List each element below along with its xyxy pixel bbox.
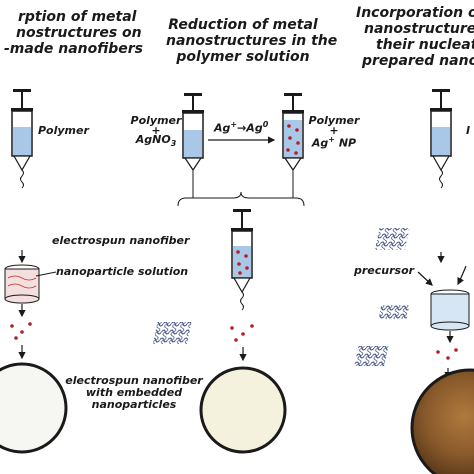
label-precursor: precursor [354, 264, 415, 277]
label-polymer-agno3: Polymer + AgNO3 [130, 114, 182, 149]
left-syringe [11, 89, 33, 189]
right-syringe [430, 89, 452, 189]
label-embedded-nanofiber: electrospun nanofiber with embedded nano… [65, 374, 203, 411]
result-disc-right [410, 368, 474, 474]
result-disc-left [0, 362, 68, 454]
beaker-nanoparticle [4, 264, 40, 304]
arrow [417, 271, 433, 286]
right-fiber-mat-2 [354, 346, 458, 366]
merge-brace [177, 191, 305, 207]
polymer-solution [13, 127, 31, 155]
beaker-precursor [378, 289, 470, 331]
result-disc-center [199, 366, 287, 454]
label-polymer-agnp: Polymer + Ag+ NP [308, 114, 360, 150]
center-syringe-2 [282, 93, 304, 198]
label-electrospun-nanofiber: electrospun nanofiber [52, 234, 190, 247]
left-fiber-mat-2 [10, 322, 32, 340]
title-center: Reduction of metal nanostructures in the… [166, 17, 338, 65]
label-reaction: Ag+→Ag0 [214, 120, 269, 135]
arrow [457, 265, 467, 286]
label-polymer: Polymer [38, 124, 89, 137]
label-nanoparticle-solution: nanoparticle solution [56, 265, 189, 278]
title-left: rption of metal nostructures on -made na… [4, 9, 144, 57]
label-right-cut: I [466, 124, 471, 137]
title-right: Incorporation o nanostructures i their n… [356, 5, 474, 69]
pointer-line [35, 271, 57, 277]
center-syringe-3 [231, 209, 253, 311]
right-fiber-mat-1 [374, 228, 410, 250]
center-fiber-mat [152, 322, 254, 344]
center-syringe-1 [182, 93, 204, 198]
